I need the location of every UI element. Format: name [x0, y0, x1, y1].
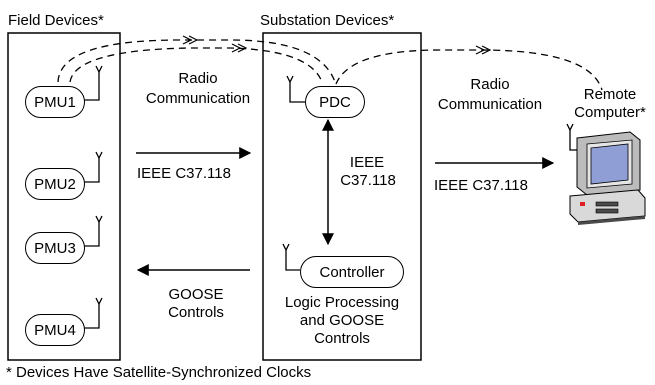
remote-computer-label-line2: Computer*	[574, 104, 646, 121]
remote-antenna-icon	[566, 123, 577, 151]
substation-frame	[262, 32, 422, 361]
goose-label-line2: Controls	[168, 304, 224, 321]
radio-label-2-line2: Communication	[437, 96, 543, 113]
radio-label-1-line2: Communication	[145, 90, 251, 107]
radio-label-2-line1: Radio	[470, 76, 510, 93]
remote-computer-icon	[569, 131, 646, 225]
pmu4-node[interactable]: PMU4	[25, 314, 85, 346]
pmu1-node[interactable]: PMU1	[25, 86, 85, 118]
pmu3-node[interactable]: PMU3	[25, 232, 85, 264]
substation-devices-title: Substation Devices*	[260, 12, 395, 29]
controller-node[interactable]: Controller	[300, 256, 404, 288]
ieee-substation-label-line2: C37.118	[340, 172, 396, 189]
radio-chevrons-right	[231, 43, 248, 53]
controller-antenna-icon	[282, 243, 300, 271]
pmu3-antenna-icon	[84, 215, 103, 247]
field-devices-frame	[7, 32, 121, 361]
radio-link-remote-arc	[335, 49, 603, 91]
pmu1-antenna-icon	[84, 65, 103, 101]
field-devices-title: Field Devices*	[8, 12, 104, 29]
radio-chevrons-remote	[475, 45, 492, 55]
radio-chevrons-left	[182, 35, 199, 45]
ieee-remote-label: IEEE C37.118	[434, 177, 528, 194]
ieee-field-label: IEEE C37.118	[137, 165, 231, 182]
pdc-antenna-icon	[286, 75, 305, 103]
pmu2-antenna-icon	[84, 151, 103, 183]
ieee-substation-label-line1: IEEE	[349, 154, 385, 171]
goose-label-line1: GOOSE	[168, 286, 224, 303]
pmu4-antenna-icon	[84, 297, 103, 329]
logic-label-line3: Controls	[314, 330, 370, 347]
pmu2-node[interactable]: PMU2	[25, 168, 85, 200]
remote-computer-label-line1: Remote	[583, 86, 637, 103]
logic-label-line1: Logic Processing	[284, 294, 400, 311]
logic-label-line2: and GOOSE	[299, 312, 385, 329]
footnote: * Devices Have Satellite-Synchronized Cl…	[6, 364, 312, 381]
radio-link-upper-arc	[57, 39, 336, 83]
radio-label-1-line1: Radio	[178, 70, 218, 87]
pdc-node[interactable]: PDC	[305, 86, 365, 118]
